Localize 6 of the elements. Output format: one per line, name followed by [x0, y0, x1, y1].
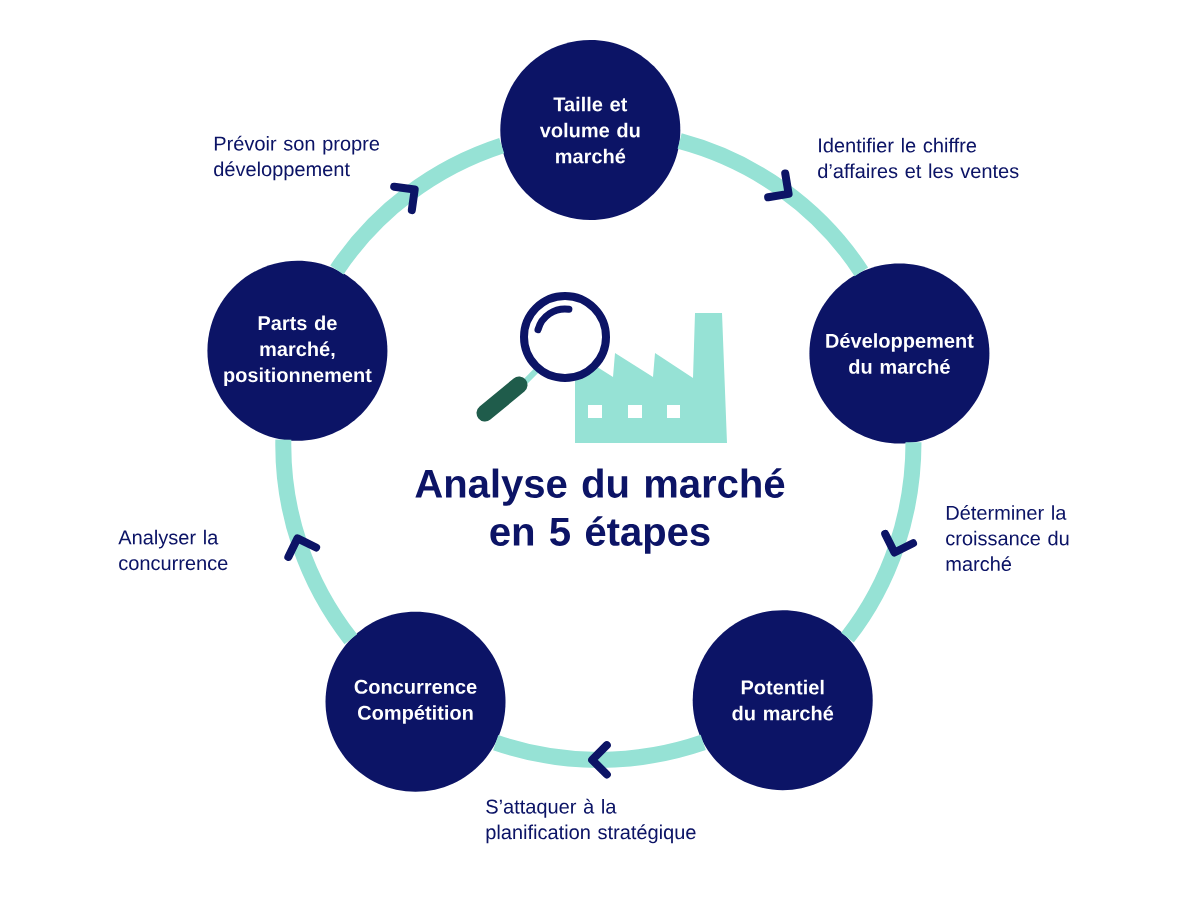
- edge-label: Prévoir son propre développement: [214, 135, 380, 181]
- edge-label: Identifier le chiffre d’affaires et les ventes: [818, 137, 1019, 179]
- edge-label: S’attaquer à la planification stratégique: [486, 798, 696, 844]
- title: Analyse du marché en 5 étapes: [415, 468, 785, 554]
- edge-label: Déterminer la croissance du marché: [946, 504, 1069, 572]
- edge-label: Analyser la concurrence: [118, 529, 228, 571]
